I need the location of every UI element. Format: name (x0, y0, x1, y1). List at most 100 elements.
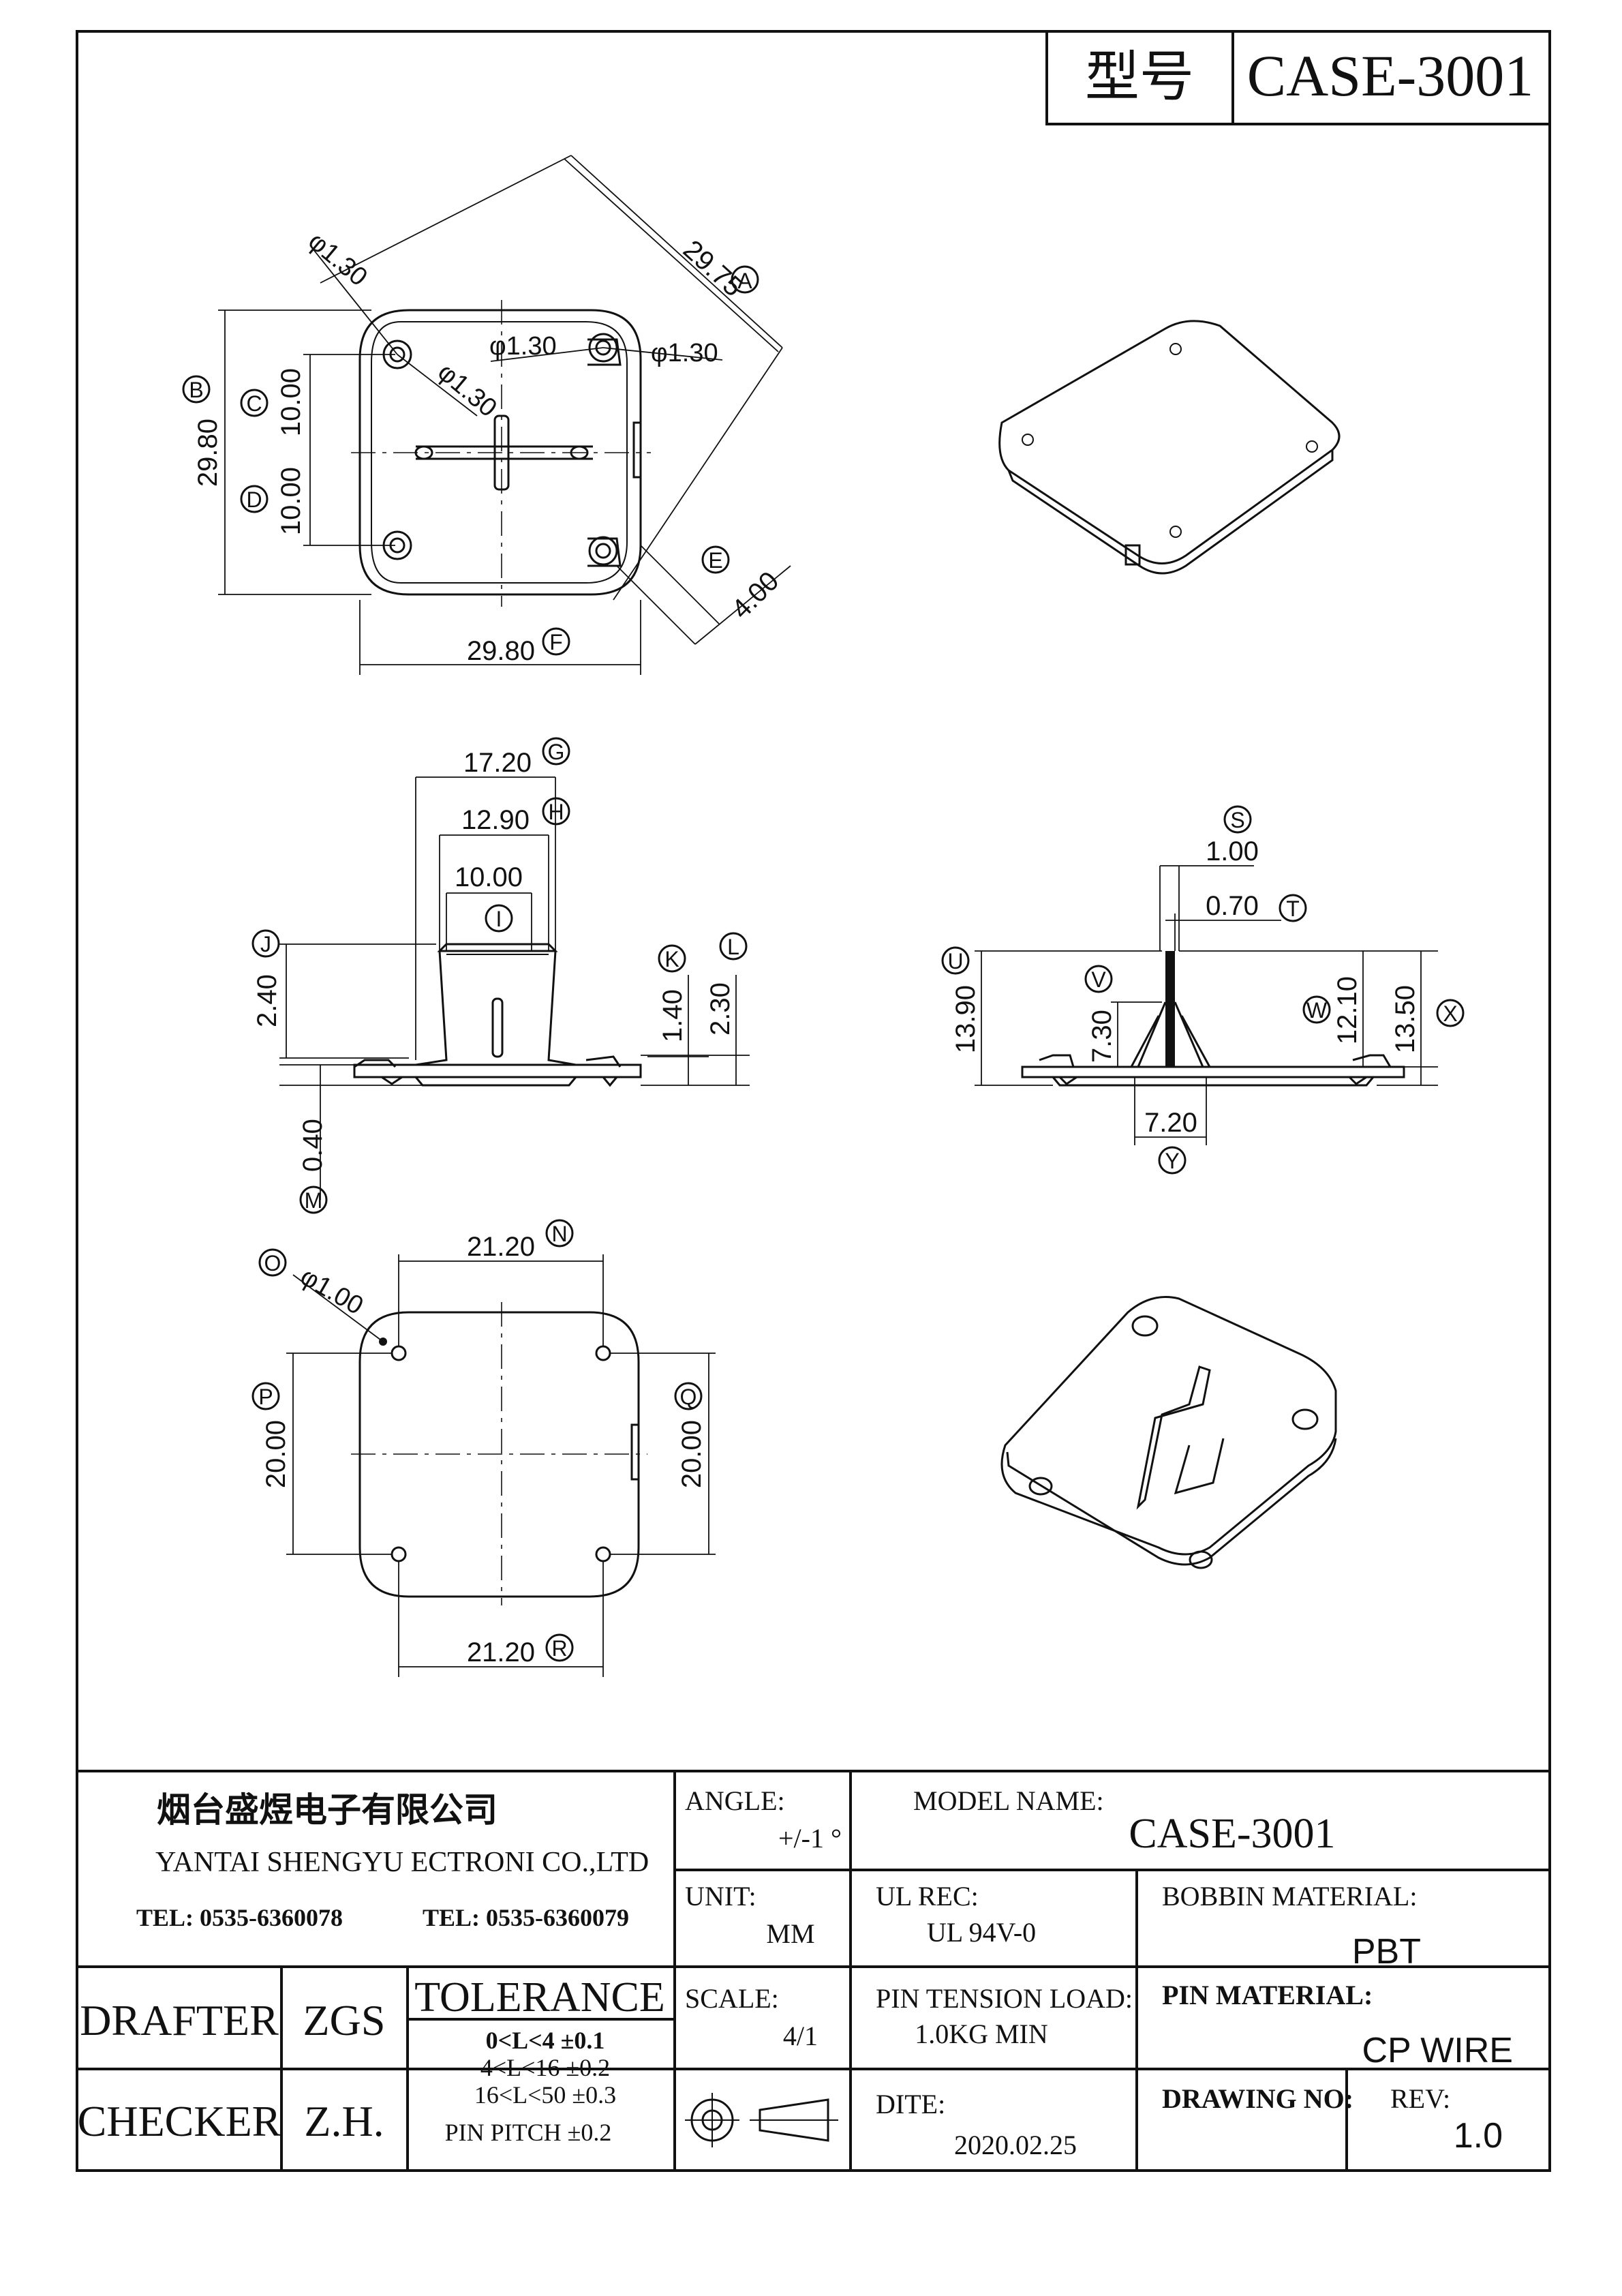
callout-h-letter: H (548, 800, 564, 824)
dim-x-value: 13.50 (1390, 985, 1420, 1053)
dim-hole3-value: φ1.30 (489, 332, 557, 361)
iso-view-top (998, 320, 1341, 575)
callout-c: C (240, 389, 269, 417)
callout-m: M (299, 1185, 328, 1214)
dim-l-value: 2.30 (705, 982, 735, 1036)
callout-a-letter: A (737, 269, 752, 293)
callout-v-letter: V (1091, 967, 1106, 992)
rev-value: 1.0 (1454, 2116, 1503, 2156)
callout-t-letter: T (1286, 896, 1300, 921)
dim-y-value: 7.20 (1144, 1108, 1197, 1138)
callout-v: V (1084, 965, 1113, 993)
dim-hole1-value: φ1.30 (303, 227, 373, 292)
callout-r: R (545, 1633, 574, 1662)
callout-b: B (182, 375, 211, 404)
tolerance-row-2: 4<L<16 ±0.2 (480, 2054, 610, 2081)
bottom-view (351, 1302, 647, 1605)
drawing-no-label: DRAWING NO: (1162, 2083, 1353, 2114)
dim-n-value: 21.20 (467, 1232, 535, 1262)
title-block: 烟台盛煜电子有限公司 YANTAI SHENGYU ECTRONI CO.,LT… (77, 1770, 1550, 2171)
scale-value: 4/1 (783, 2021, 818, 2051)
bobbin-material-value: PBT (1352, 1932, 1421, 1972)
dim-s-value: 1.00 (1206, 836, 1259, 866)
rev-label: REV: (1390, 2083, 1450, 2114)
tel-1: TEL: 0535-6360078 (136, 1904, 343, 1931)
tel-2: TEL: 0535-6360079 (423, 1904, 629, 1931)
callout-y: Y (1158, 1146, 1187, 1175)
callout-o: O (258, 1248, 287, 1277)
pin-tension-value: 1.0KG MIN (915, 2019, 1048, 2049)
callout-c-letter: C (246, 391, 262, 416)
callout-w: W (1302, 995, 1331, 1024)
side-view-dimensions: 1.00 0.70 13.90 7.30 12.10 13.50 7.20 (951, 836, 1438, 1145)
callout-p: P (251, 1382, 280, 1410)
callout-o-letter: O (264, 1251, 281, 1275)
callout-s-letter: S (1230, 808, 1244, 832)
tolerance-row-1: 0<L<4 ±0.1 (486, 2027, 605, 2054)
callout-k-letter: K (664, 947, 679, 971)
pin-material-value: CP WIRE (1362, 2031, 1513, 2070)
dim-w-value: 12.10 (1332, 976, 1362, 1044)
dim-c-value: 10.00 (276, 368, 306, 436)
drafter-label: DRAFTER (80, 1996, 279, 2044)
callout-b-letter: B (189, 378, 203, 402)
dim-j-value: 2.40 (252, 974, 282, 1027)
dim-e-value: 4.00 (726, 566, 784, 624)
callout-l: L (719, 932, 748, 961)
angle-value: +/-1 ° (778, 1823, 842, 1854)
side-view (1021, 951, 1405, 1087)
dim-g-value: 17.20 (463, 748, 532, 778)
iso-view-bottom (1000, 1296, 1337, 1569)
callout-i: I (485, 904, 513, 933)
date-value: 2020.02.25 (954, 2130, 1077, 2160)
callout-m-letter: M (305, 1188, 323, 1213)
dim-v-value: 7.30 (1087, 1010, 1117, 1063)
callout-d-letter: D (246, 487, 262, 512)
dim-d-value: 10.00 (276, 467, 306, 535)
callout-d: D (240, 485, 269, 513)
callout-i-letter: I (496, 907, 502, 931)
callout-n: N (545, 1219, 574, 1248)
callout-g: G (542, 737, 570, 766)
pin-pitch: PIN PITCH ±0.2 (445, 2119, 612, 2146)
dim-hole2-value: φ1.30 (432, 358, 502, 423)
header-model-value: CASE-3001 (1247, 43, 1533, 108)
checker-label: CHECKER (78, 2097, 281, 2145)
front-view-dimensions: 17.20 12.90 10.00 2.40 0.40 1.40 2.30 (252, 748, 750, 1200)
callout-a: A (731, 265, 759, 294)
callout-e: E (701, 545, 730, 574)
drawing-frame (76, 30, 1551, 2172)
pin-tension-label: PIN TENSION LOAD: (876, 1983, 1133, 2014)
dim-h-value: 12.90 (461, 805, 530, 835)
dim-i-value: 10.00 (455, 862, 523, 892)
callout-t: T (1279, 894, 1307, 922)
dim-t-value: 0.70 (1206, 891, 1259, 921)
dim-o-value: φ1.00 (296, 1262, 368, 1320)
projection-symbol (685, 2093, 838, 2147)
callout-k: K (658, 944, 686, 973)
pin-material-label: PIN MATERIAL: (1162, 1980, 1373, 2010)
callout-f-letter: F (549, 630, 563, 654)
callout-l-letter: L (727, 935, 739, 959)
callout-n-letter: N (551, 1222, 567, 1246)
scale-label: SCALE: (685, 1983, 779, 2014)
unit-value: MM (766, 1918, 814, 1949)
ul-rec-value: UL 94V-0 (927, 1917, 1036, 1948)
unit-label: UNIT: (685, 1881, 756, 1912)
dim-b-value: 29.80 (193, 419, 223, 487)
company-name-en: YANTAI SHENGYU ECTRONI CO.,LTD (155, 1847, 649, 1878)
callout-q-letter: Q (680, 1385, 697, 1409)
tolerance-row-3: 16<L<50 ±0.3 (474, 2081, 616, 2109)
callout-g-letter: G (548, 740, 565, 764)
front-view (353, 777, 642, 1087)
ul-rec-label: UL REC: (876, 1881, 979, 1912)
model-name-label: MODEL NAME: (913, 1785, 1104, 1816)
top-view (351, 300, 651, 607)
callout-q: Q (674, 1382, 703, 1410)
callout-x-letter: X (1443, 1001, 1457, 1026)
callout-w-letter: W (1306, 998, 1328, 1023)
callout-u: U (941, 946, 970, 975)
header-model-label: 型号 (1085, 46, 1194, 107)
dim-p-value: 20.00 (261, 1420, 291, 1488)
callout-x: X (1436, 999, 1465, 1027)
